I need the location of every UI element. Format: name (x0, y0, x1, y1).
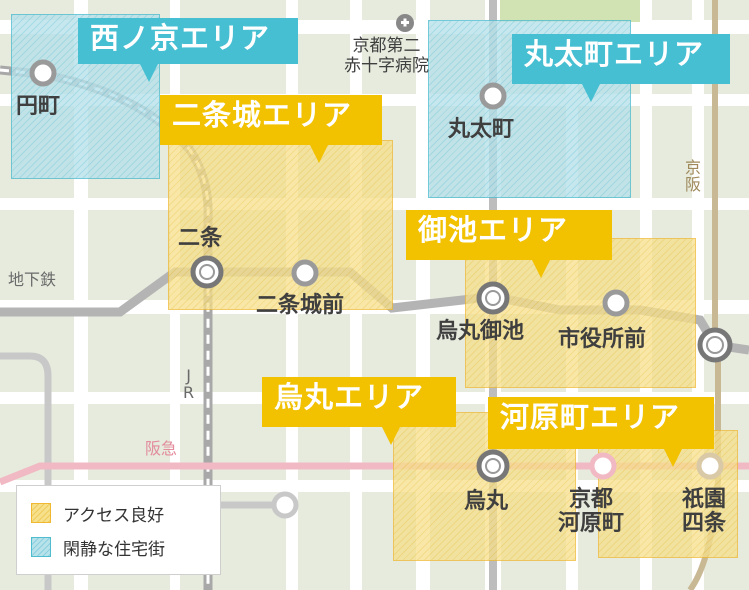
station-label-marutamachi: 丸太町 (448, 117, 515, 142)
legend-swatch-good-access (31, 503, 51, 523)
area-label-nishinokyo[interactable]: 西ノ京エリア (78, 18, 298, 82)
hospital-cross-icon (396, 14, 414, 32)
station-label-karasuma: 烏丸 (464, 489, 509, 514)
line-label-subway: 地下鉄 (8, 270, 57, 289)
area-label-text: 丸太町エリア (524, 37, 705, 71)
area-label-text: 西ノ京エリア (90, 21, 271, 55)
area-label-text: 二条城エリア (172, 98, 353, 132)
station-marker-emmachi[interactable] (29, 59, 57, 87)
legend-row-quiet-residential: 閑静な住宅街 (31, 530, 206, 564)
station-marker-gion-shijo[interactable] (696, 452, 724, 480)
area-label-marutamachi[interactable]: 丸太町エリア (512, 34, 730, 102)
station-marker-marutamachi[interactable] (479, 82, 507, 110)
station-label-kyoto-kawaramachi: 京都 河原町 (558, 487, 625, 537)
station-marker-kyoto-kawaramachi[interactable] (589, 452, 617, 480)
station-marker-shiyakushomae[interactable] (602, 289, 630, 317)
park (500, 0, 640, 22)
legend-swatch-quiet-residential (31, 537, 51, 557)
bubble-tail (532, 260, 550, 278)
legend-text-quiet-residential: 閑静な住宅街 (63, 539, 165, 560)
bubble-tail (664, 449, 682, 467)
bubble-tail (582, 84, 600, 102)
rail-line (0, 352, 52, 590)
legend-text-good-access: アクセス良好 (63, 505, 165, 526)
hospital-label: 京都第二 赤十字病院 (344, 36, 429, 76)
area-label-kawaramachi[interactable]: 河原町エリア (488, 397, 714, 467)
legend-row-good-access: アクセス良好 (31, 496, 206, 530)
station-marker-nijojomae[interactable] (291, 259, 319, 287)
bubble-tail (140, 64, 158, 82)
area-label-oike[interactable]: 御池エリア (406, 210, 612, 278)
station-label-emmachi: 円町 (16, 94, 61, 119)
station-label-gion-shijo: 祇園 四条 (682, 487, 727, 537)
station-label-shiyakushomae: 市役所前 (558, 327, 647, 352)
area-label-nijojo[interactable]: 二条城エリア (160, 95, 382, 163)
area-label-text: 河原町エリア (500, 400, 681, 434)
bubble-tail (310, 145, 328, 163)
area-label-text: 烏丸エリア (274, 380, 425, 414)
station-label-nijojomae: 二条城前 (256, 293, 345, 318)
bubble-tail (382, 427, 400, 445)
line-label-hankyu: 阪急 (145, 439, 178, 458)
station-label-nijo: 二条 (178, 226, 223, 251)
line-label-jr: J R (183, 366, 195, 402)
area-label-karasuma[interactable]: 烏丸エリア (262, 377, 456, 445)
legend: アクセス良好 閑静な住宅街 (16, 485, 221, 575)
station-label-karasumaoike: 烏丸御池 (436, 319, 525, 344)
area-label-text: 御池エリア (418, 213, 569, 247)
station-marker-spur[interactable] (271, 491, 299, 519)
area-oike (465, 238, 696, 388)
line-label-keihan: 京 阪 (685, 158, 702, 194)
